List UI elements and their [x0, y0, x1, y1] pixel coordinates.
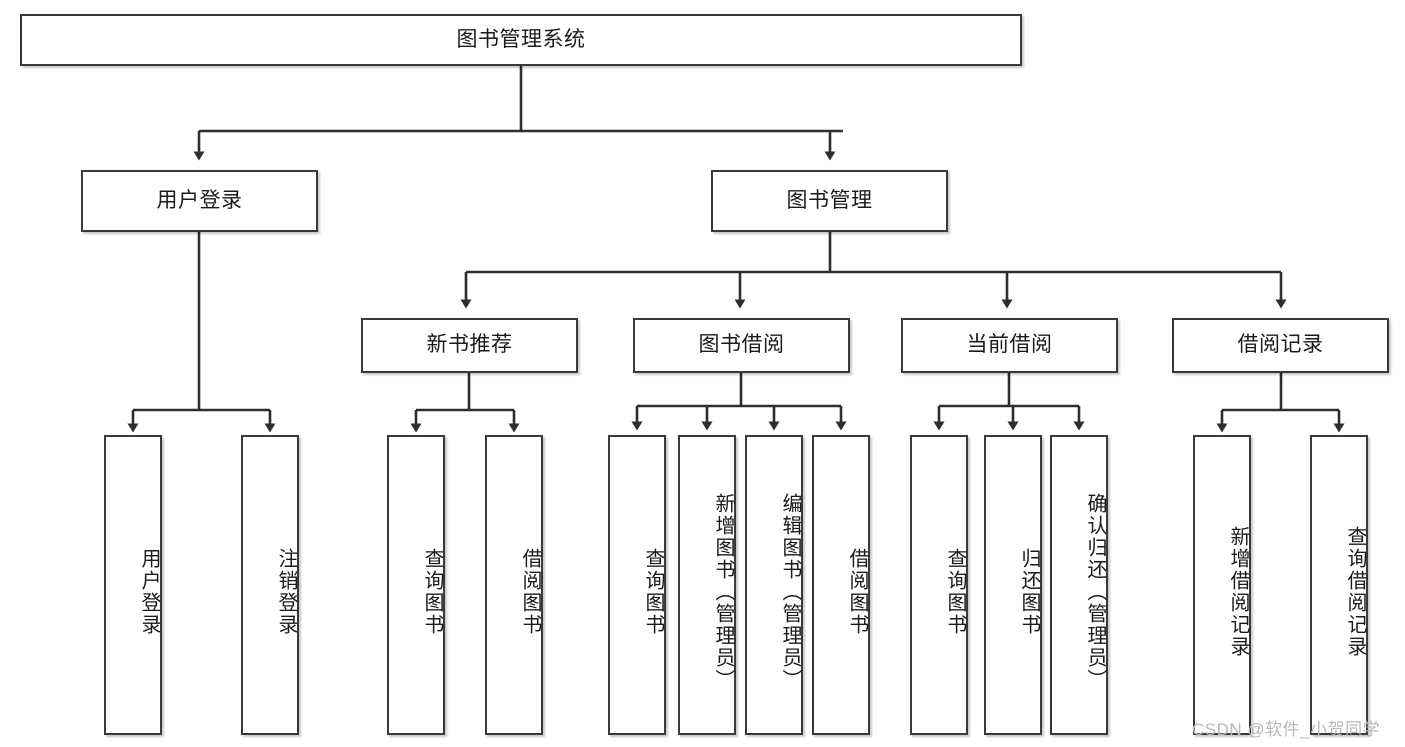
node-leaf-user-logout-label: 注销登录	[275, 548, 297, 636]
node-user-login-label: 用户登录	[156, 188, 243, 212]
node-leaf-rec-query2[interactable]: 查询借阅记录	[1310, 435, 1368, 735]
node-user-login[interactable]: 用户登录	[81, 170, 318, 232]
node-leaf-rec-borrow-label: 借阅图书	[519, 548, 541, 636]
node-new-book-rec-label: 新书推荐	[426, 333, 513, 357]
node-leaf-rec-borrow[interactable]: 借阅图书	[485, 435, 543, 735]
node-leaf-rec-query2-label: 查询借阅记录	[1344, 526, 1366, 658]
node-leaf-rec-query-label: 查询图书	[421, 548, 443, 636]
node-current-borrow[interactable]: 当前借阅	[901, 318, 1118, 373]
node-leaf-cur-confirm-label: 确认归还（管理员）	[1084, 493, 1106, 691]
node-leaf-cur-query[interactable]: 查询图书	[910, 435, 968, 735]
node-leaf-borrow-do-label: 借阅图书	[846, 548, 868, 636]
node-new-book-rec[interactable]: 新书推荐	[361, 318, 578, 373]
node-leaf-borrow-do[interactable]: 借阅图书	[812, 435, 870, 735]
node-book-borrow[interactable]: 图书借阅	[633, 318, 850, 373]
node-leaf-cur-return-label: 归还图书	[1018, 548, 1040, 636]
node-leaf-borrow-add-label: 新增图书（管理员）	[712, 493, 734, 691]
node-leaf-borrow-query[interactable]: 查询图书	[608, 435, 666, 735]
node-current-borrow-label: 当前借阅	[966, 333, 1053, 357]
node-book-borrow-label: 图书借阅	[698, 333, 785, 357]
node-leaf-cur-return[interactable]: 归还图书	[984, 435, 1042, 735]
node-root-label: 图书管理系统	[456, 27, 586, 51]
node-borrow-record[interactable]: 借阅记录	[1172, 318, 1389, 373]
node-leaf-cur-query-label: 查询图书	[944, 548, 966, 636]
node-book-manage-label: 图书管理	[786, 188, 873, 212]
node-leaf-borrow-add[interactable]: 新增图书（管理员）	[678, 435, 736, 735]
node-book-manage[interactable]: 图书管理	[711, 170, 948, 232]
node-root[interactable]: 图书管理系统	[20, 14, 1022, 66]
node-leaf-borrow-edit[interactable]: 编辑图书（管理员）	[745, 435, 803, 735]
node-leaf-cur-confirm[interactable]: 确认归还（管理员）	[1050, 435, 1108, 735]
node-leaf-user-login[interactable]: 用户登录	[104, 435, 162, 735]
node-leaf-user-login-label: 用户登录	[138, 548, 160, 636]
node-borrow-record-label: 借阅记录	[1237, 333, 1324, 357]
node-leaf-borrow-edit-label: 编辑图书（管理员）	[779, 493, 801, 691]
watermark: CSDN @软件_小贺同学	[1192, 720, 1381, 739]
node-leaf-rec-add[interactable]: 新增借阅记录	[1193, 435, 1251, 735]
node-leaf-rec-query[interactable]: 查询图书	[387, 435, 445, 735]
node-leaf-user-logout[interactable]: 注销登录	[241, 435, 299, 735]
node-leaf-rec-add-label: 新增借阅记录	[1227, 526, 1249, 658]
node-leaf-borrow-query-label: 查询图书	[642, 548, 664, 636]
